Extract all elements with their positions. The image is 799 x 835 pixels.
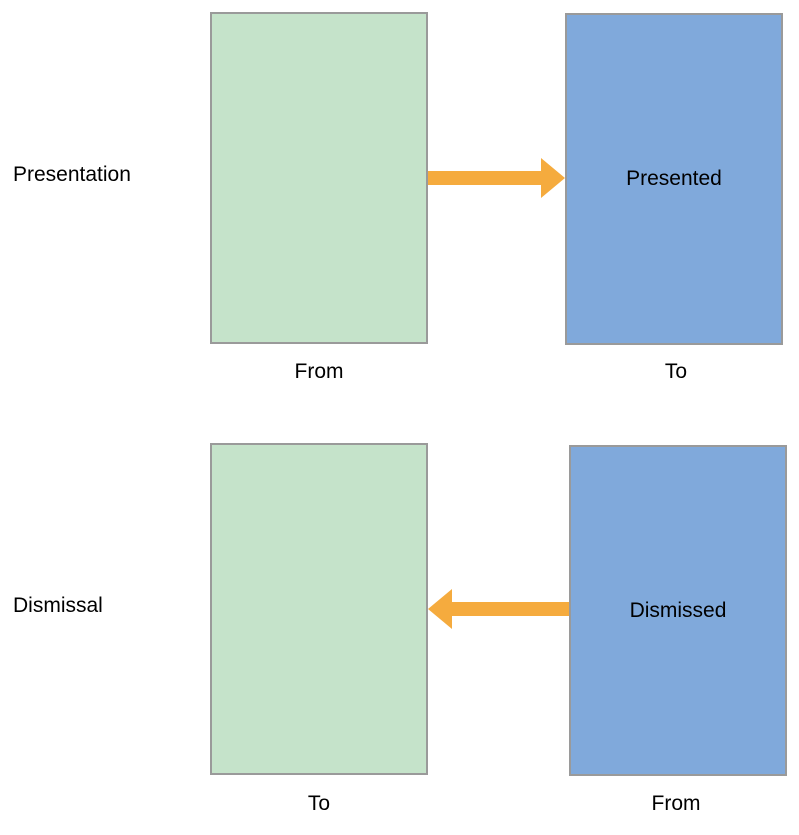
dismissal-dismissed-view: Dismissed: [569, 445, 787, 776]
presented-label: Presented: [626, 167, 722, 190]
presentation-from-caption: From: [294, 360, 344, 383]
presentation-to-caption: To: [664, 360, 688, 383]
dismissal-row-label: Dismissal: [13, 594, 103, 617]
presentation-presented-view: Presented: [565, 13, 783, 345]
dismissal-to-view: [210, 443, 428, 775]
dismissal-arrow-left-icon: [428, 589, 569, 629]
presentation-from-view: [210, 12, 428, 344]
presentation-arrow-right-icon: [428, 158, 565, 198]
dismissal-to-caption: To: [307, 792, 331, 815]
presentation-row-label: Presentation: [13, 163, 131, 186]
dismissal-from-caption: From: [651, 792, 701, 815]
dismissed-label: Dismissed: [629, 598, 727, 622]
